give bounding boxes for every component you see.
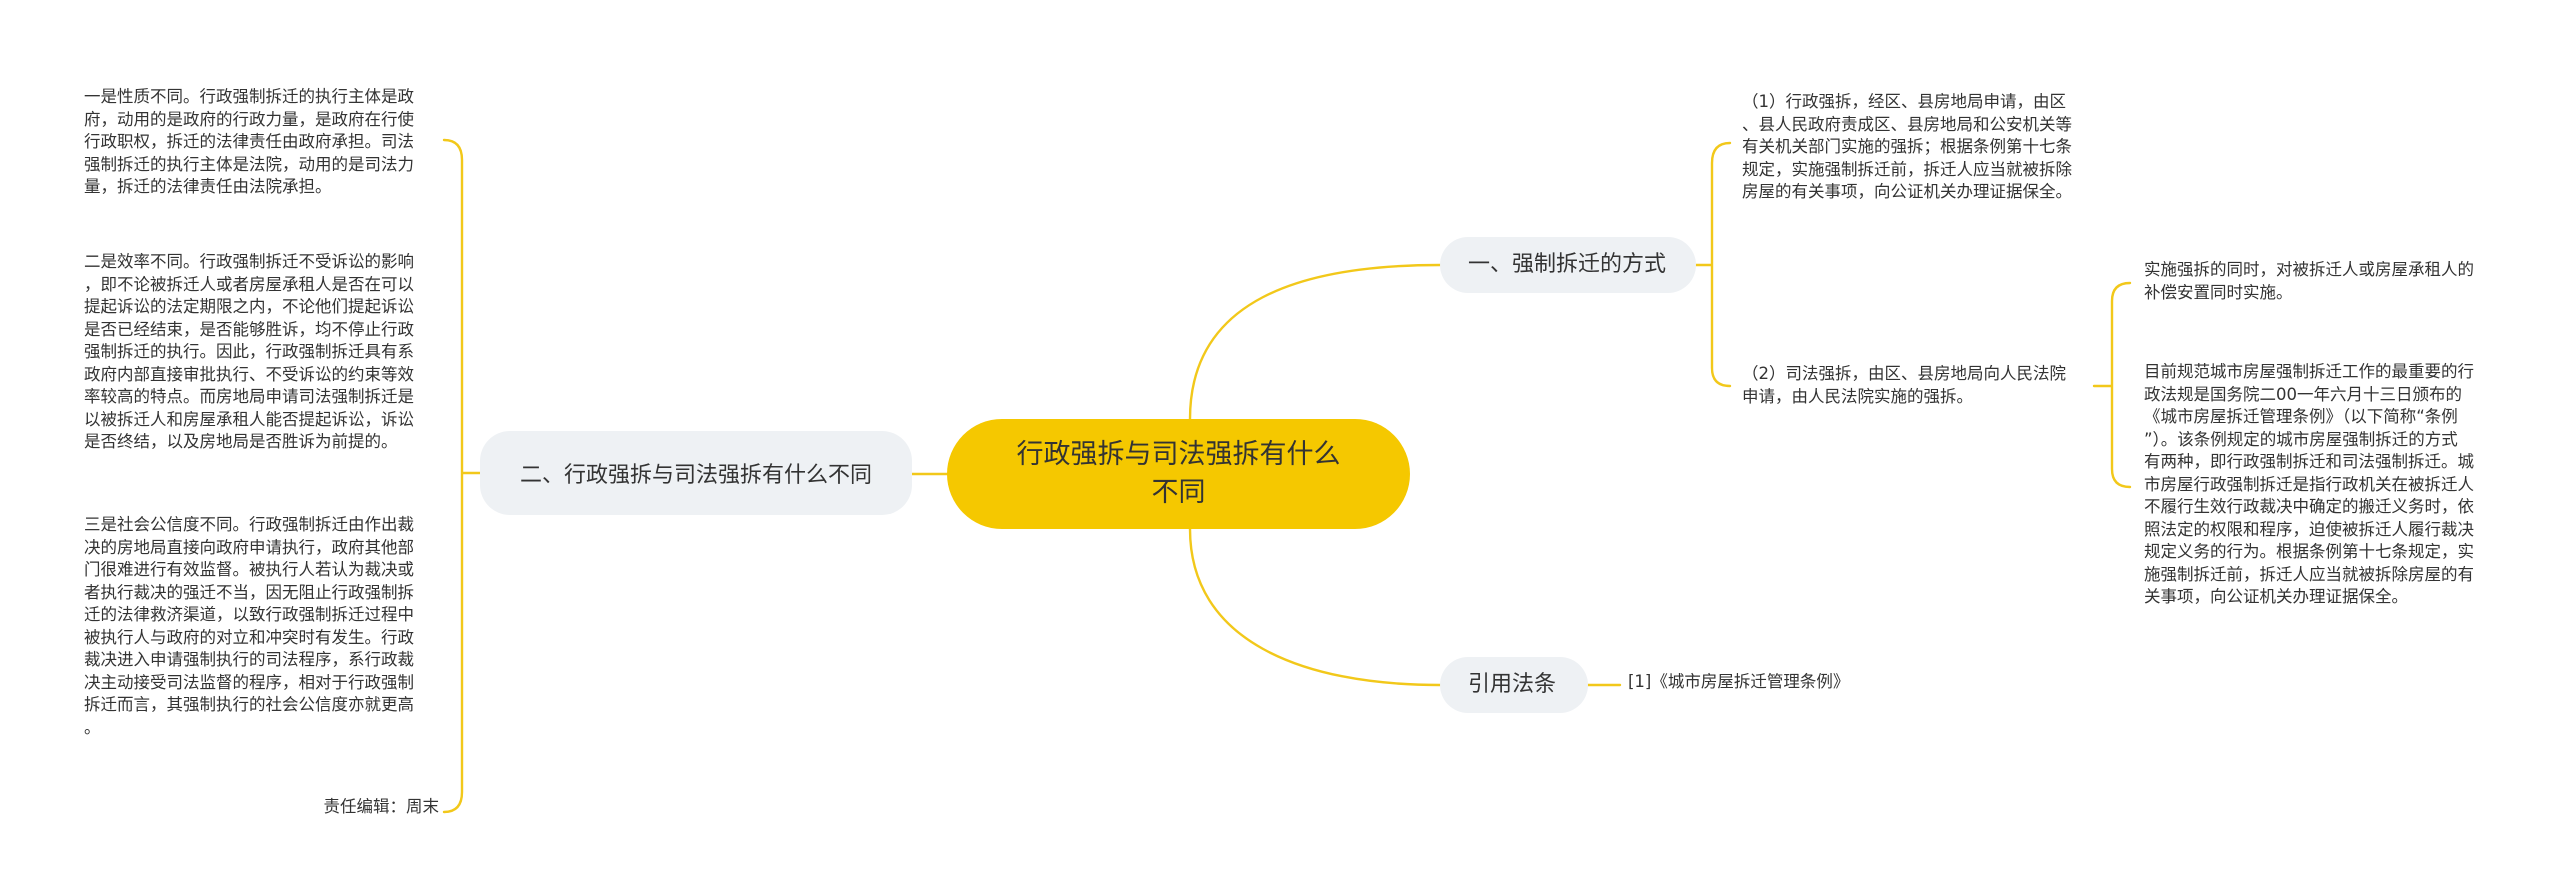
branch-methods-label: 一、强制拆迁的方式: [1468, 252, 1667, 277]
link-judicial-bracket: [2092, 281, 2132, 489]
branch-citation[interactable]: 引用法条: [1440, 657, 1588, 713]
leaf-judicial-note-regulation: 目前规范城市房屋强制拆迁工作的最重要的行 政法规是国务院二00一年六月十三日颁布…: [2144, 362, 2474, 606]
leaf-difference-efficiency: 二是效率不同。行政强制拆迁不受诉讼的影响 ，即不论被拆迁人或者房屋承租人是否在可…: [84, 252, 414, 451]
link-methods-bracket: [1694, 141, 1732, 388]
branch-citation-label: 引用法条: [1468, 672, 1557, 697]
leaf-citation-ref[interactable]: [1]《城市房屋拆迁管理条例》: [1628, 672, 1850, 691]
leaf-judicial-demolition: （2）司法强拆，由区、县房地局向人民法院 申请，由人民法院实施的强拆。: [1742, 364, 2066, 406]
leaf-admin-demolition: （1）行政强拆，经区、县房地局申请，由区 、县人民政府责成区、县房地局和公安机关…: [1742, 92, 2072, 201]
branch-methods[interactable]: 一、强制拆迁的方式: [1440, 237, 1696, 293]
leaf-editor: 责任编辑：周末: [323, 797, 440, 816]
branch-difference[interactable]: 二、行政强拆与司法强拆有什么不同: [480, 431, 912, 515]
branch-difference-label: 二、行政强拆与司法强拆有什么不同: [520, 463, 873, 488]
root-topic[interactable]: 行政强拆与司法强拆有什么不同: [947, 419, 1410, 529]
leaf-difference-credibility: 三是社会公信度不同。行政强制拆迁由作出裁 决的房地局直接向政府申请执行，政府其他…: [84, 515, 414, 737]
link-root-methods: [1188, 263, 1442, 421]
root-topic-label: 行政强拆与司法强拆有什么不同: [1016, 439, 1341, 508]
leaf-difference-nature: 一是性质不同。行政强制拆迁的执行主体是政 府，动用的是政府的行政力量，是政府在行…: [84, 87, 414, 196]
link-difference-bracket: [442, 138, 482, 814]
link-root-citation: [1188, 527, 1442, 687]
leaf-judicial-note-compensation: 实施强拆的同时，对被拆迁人或房屋承租人的 补偿安置同时实施。: [2144, 260, 2474, 302]
